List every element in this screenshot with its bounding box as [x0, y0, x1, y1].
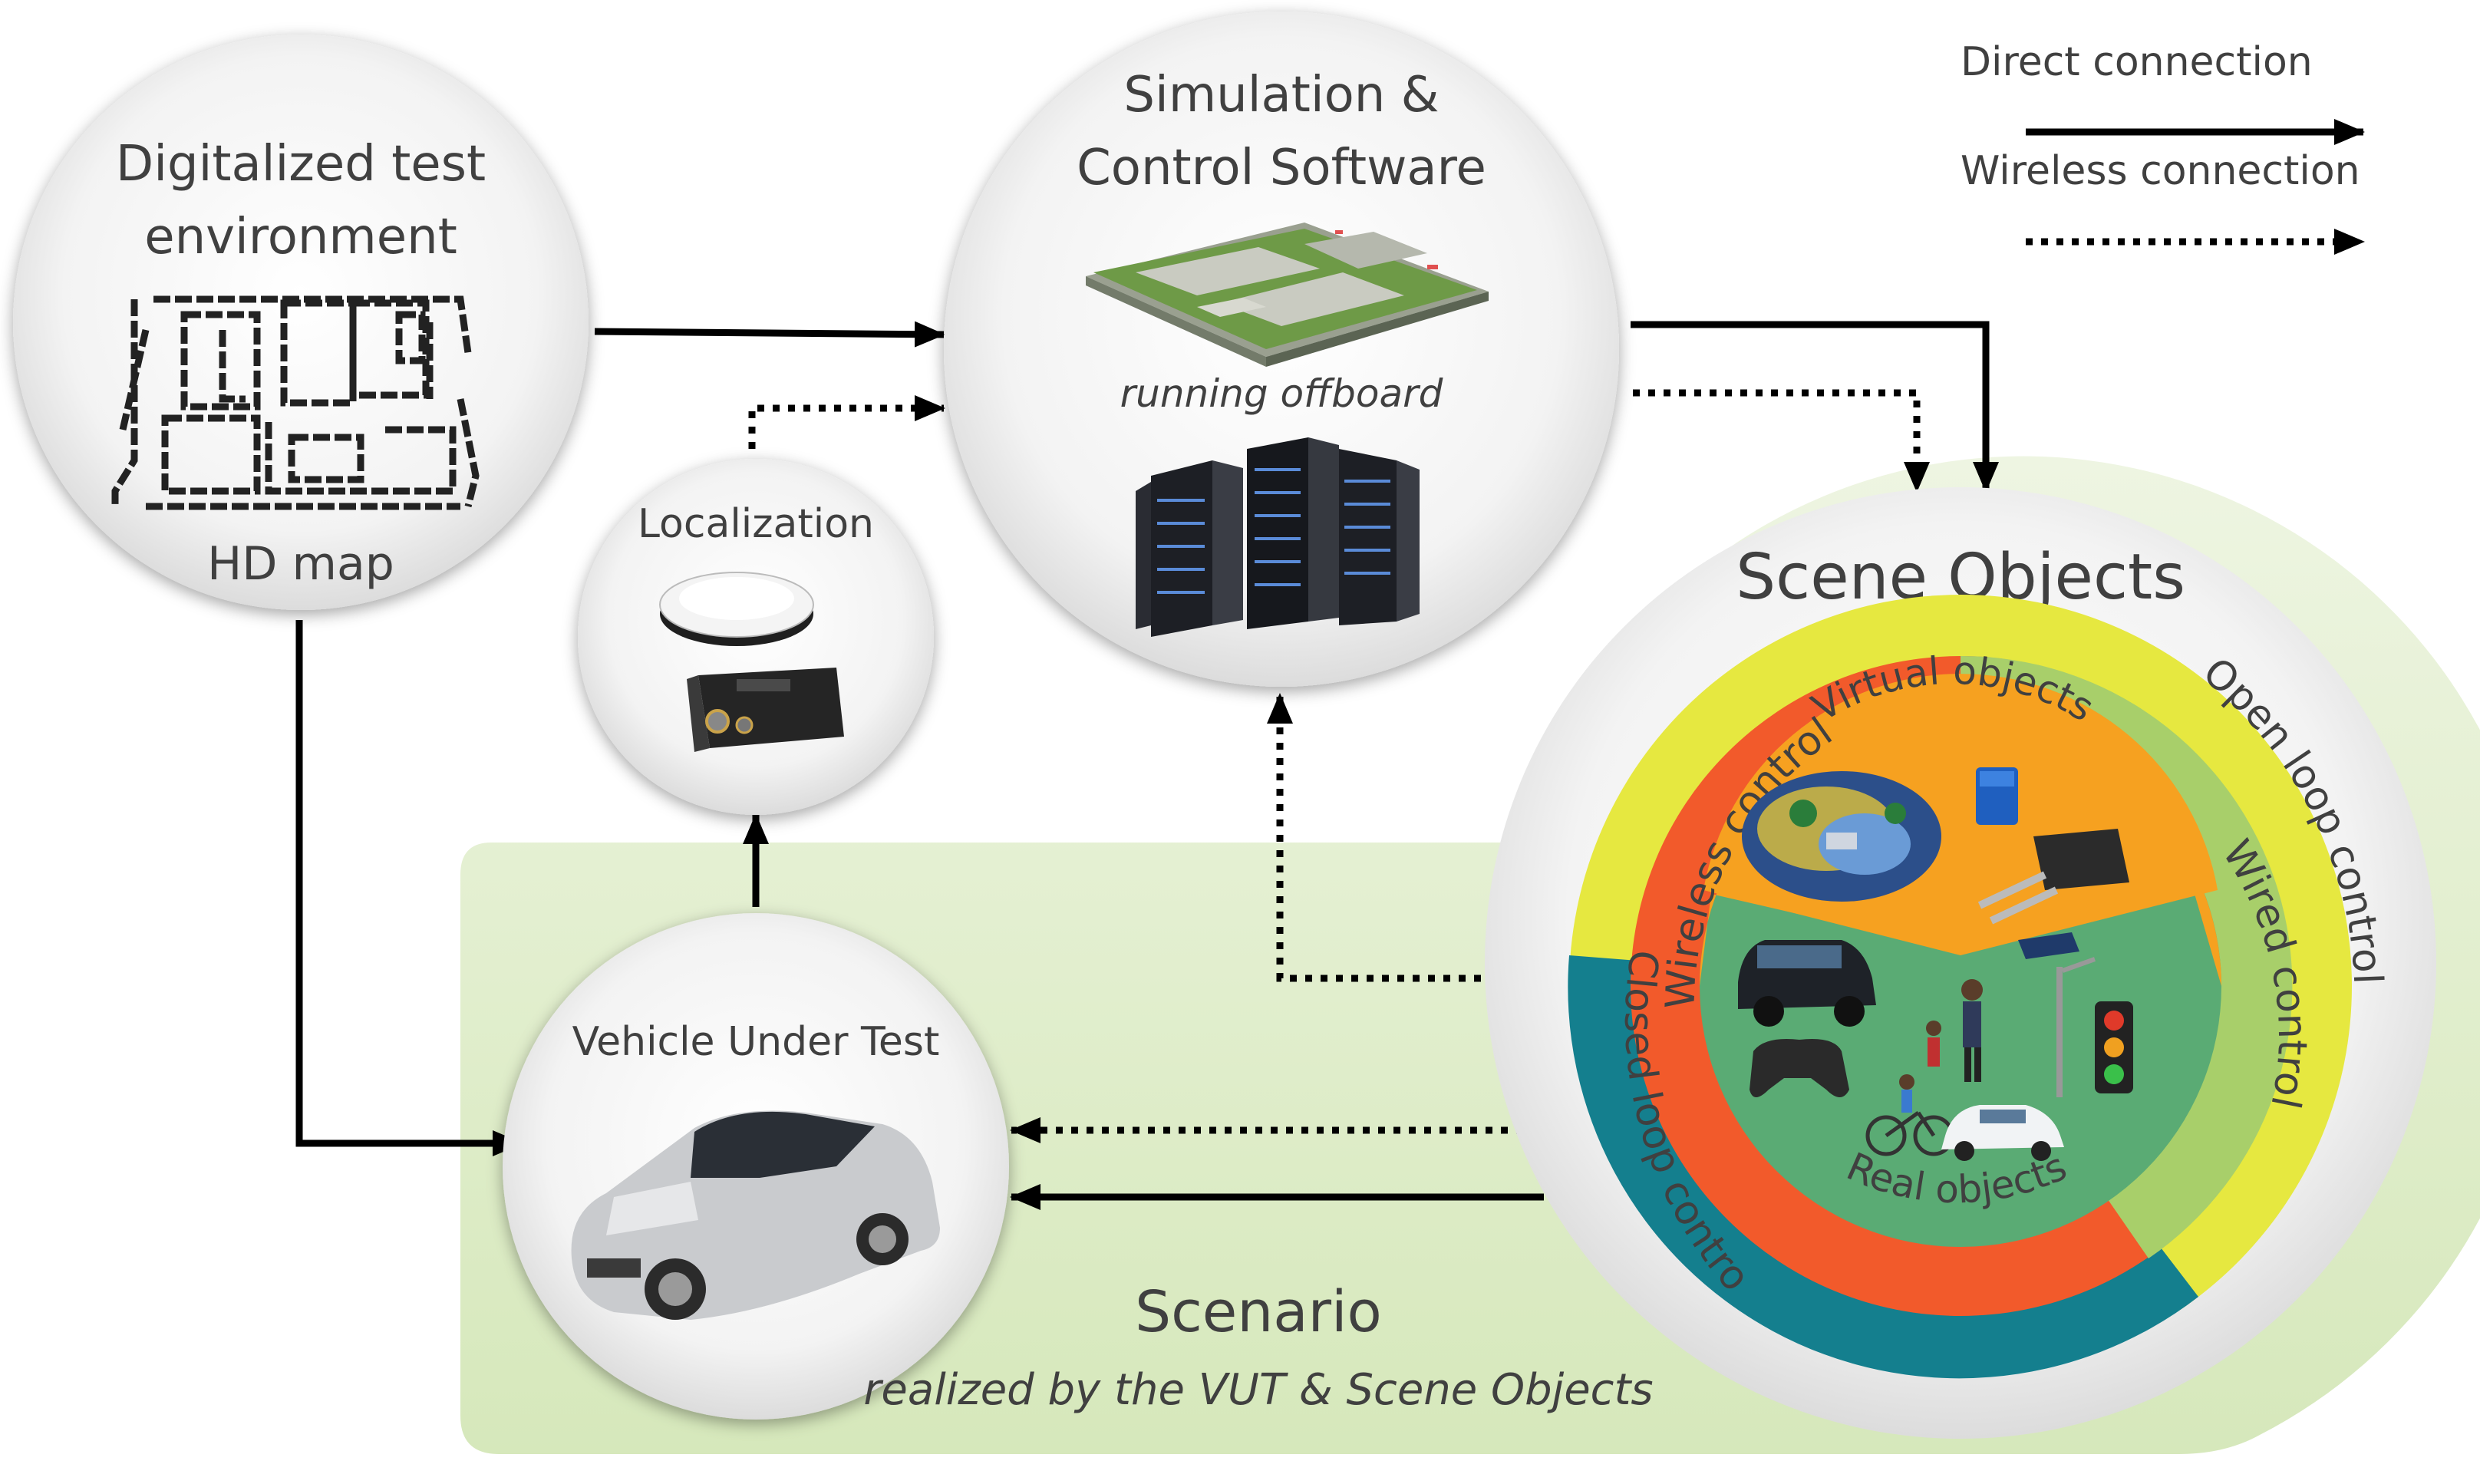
real-pedestrians-image	[1926, 979, 1983, 1082]
vut-title: Vehicle Under Test	[572, 1019, 940, 1065]
real-streetlight-image	[2018, 932, 2096, 1097]
vut-node: Vehicle Under Test	[503, 913, 1009, 1420]
arrow-digital-to-vut	[295, 620, 523, 1156]
simulation-title-line2: Control Software	[1077, 140, 1486, 196]
arrow-localization-to-simulation	[748, 395, 945, 449]
simulation-caption: running offboard	[1120, 371, 1443, 416]
real-traffic-light-image	[2095, 1001, 2133, 1093]
vut-car-image	[571, 1110, 940, 1320]
gnss-receiver-image	[687, 668, 844, 752]
localization-node: Localization	[578, 459, 934, 815]
scenario-title: Scenario	[1135, 1279, 1382, 1345]
hd-map-image	[111, 295, 480, 510]
simulation-title-line1: Simulation &	[1123, 67, 1439, 124]
arrow-simulation-to-scene-solid	[1631, 321, 1999, 493]
arrow-scene-to-simulation	[1267, 693, 1558, 982]
virtual-sim-image	[1742, 771, 1941, 902]
real-car-dark-image	[1738, 940, 1876, 1027]
real-gamepad-image	[1750, 1039, 1849, 1097]
localization-title: Localization	[638, 501, 874, 547]
virtual-device-image	[1976, 767, 2129, 925]
gnss-antenna-image	[659, 572, 814, 646]
digital-environment-node: Digitalized test environment HD map	[13, 35, 589, 610]
real-car-white-image	[1941, 1105, 2064, 1161]
legend-wireless-label: Wireless connection	[1961, 148, 2360, 194]
legend-direct-label: Direct connection	[1961, 39, 2313, 85]
server-rack-image	[1136, 437, 1420, 637]
digital-title-line1: Digitalized test	[116, 136, 486, 193]
digital-title-line2: environment	[144, 209, 457, 265]
arrow-simulation-to-scene-dotted	[1633, 389, 1930, 493]
scenario-subtitle: realized by the VUT & Scene Objects	[863, 1365, 1653, 1415]
simulation-map-image	[1086, 223, 1489, 367]
arrow-digital-to-simulation	[594, 321, 945, 348]
digital-caption: HD map	[207, 537, 394, 591]
simulation-node: Simulation & Control Software running of…	[944, 12, 1619, 687]
legend: Direct connection Wireless connection	[1961, 39, 2365, 255]
